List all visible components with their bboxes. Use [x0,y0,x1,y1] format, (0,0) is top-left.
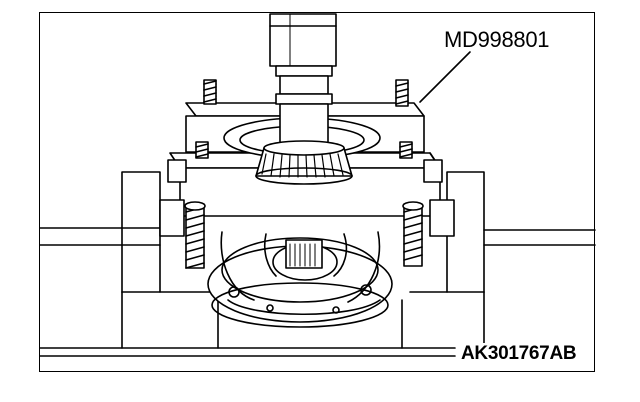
bearing [255,140,353,185]
rod-rear-right [395,79,409,107]
press-ram [269,13,337,145]
figure-id-label: AK301767AB [458,343,580,365]
tool-leader-line [419,51,471,103]
threaded-rods [184,79,424,269]
rod-mid-right [399,141,413,159]
rod-front-left [184,201,206,269]
rod-front-right [402,201,424,267]
rod-rear-left [203,79,217,105]
rod-mid-left [195,141,209,159]
tool-number-label: MD998801 [444,27,550,52]
base-rails [39,227,596,357]
differential-case [207,231,393,328]
